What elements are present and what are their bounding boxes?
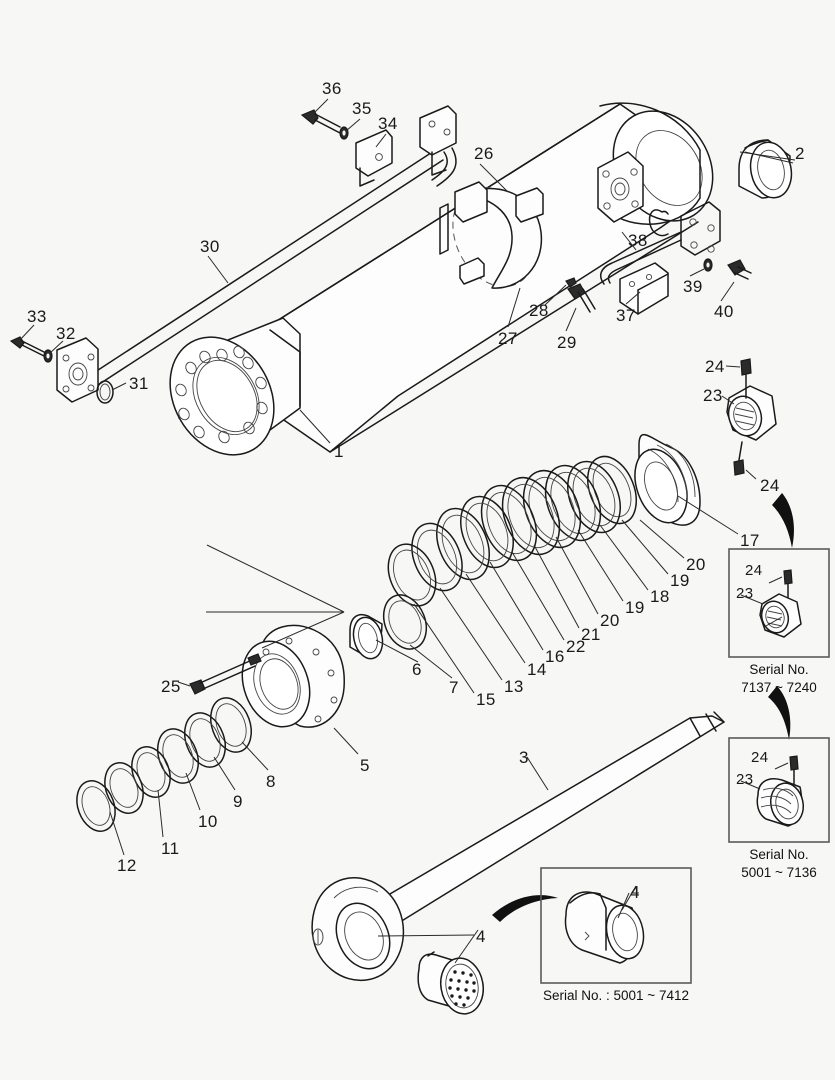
callout-2: 2	[795, 144, 805, 163]
inset-hex-nut-box	[728, 548, 830, 658]
arrow-to-inset-1	[772, 493, 794, 548]
callout-39: 39	[683, 277, 703, 296]
callout-4-main: 4	[476, 927, 486, 946]
callout-17: 17	[740, 531, 760, 550]
splined-bushing-4	[417, 951, 484, 1015]
callout-31: 31	[129, 374, 149, 393]
caption-line-2: 7137 ~ 7240	[741, 680, 817, 696]
callout-32: 32	[56, 324, 76, 343]
callout-25: 25	[161, 677, 181, 696]
bushing-6	[349, 613, 384, 660]
callout-11: 11	[161, 839, 180, 858]
inset-hex-nut-caption: Serial No. 7137 ~ 7240	[729, 661, 829, 697]
callout-18: 18	[650, 587, 670, 606]
end-bushing-2	[738, 139, 793, 199]
inset2-callout-24: 24	[751, 749, 769, 766]
callout-35: 35	[352, 99, 372, 118]
inset3-callout-4: 4	[631, 883, 640, 900]
arrow-to-inset-3	[492, 895, 558, 922]
callout-22: 22	[566, 637, 586, 656]
callout-8: 8	[266, 772, 276, 791]
inset1-callout-24: 24	[745, 562, 763, 579]
piston-rod-3	[311, 711, 725, 982]
callout-24-lower: 24	[760, 476, 780, 495]
hydraulic-line-30	[91, 148, 444, 386]
inset1-callout-23: 23	[736, 585, 754, 602]
callout-30: 30	[200, 237, 220, 256]
callout-14: 14	[527, 660, 547, 679]
callout-26: 26	[474, 144, 494, 163]
gland-head-5	[189, 624, 345, 728]
set-screw-upper	[740, 358, 752, 399]
callout-21: 21	[581, 625, 601, 644]
callout-1: 1	[334, 442, 344, 461]
rear-port-block	[597, 151, 644, 223]
clamp-band-27	[439, 181, 596, 313]
snap-ring-38	[648, 209, 669, 237]
set-screw-lower	[733, 441, 745, 476]
inset-bushing-caption: Serial No. : 5001 ~ 7412	[516, 987, 716, 1005]
lower-seal-rings	[76, 697, 253, 832]
left-port-block-assembly	[9, 336, 114, 404]
inset-round-nut-box	[728, 737, 830, 843]
callout-19-a: 19	[670, 571, 690, 590]
callout-20-a: 20	[686, 555, 706, 574]
callout-24-upper: 24	[705, 357, 725, 376]
callout-20-b: 20	[600, 611, 620, 630]
callout-12: 12	[117, 856, 137, 875]
inset-bushing-box	[540, 867, 692, 984]
callout-5: 5	[360, 756, 370, 775]
callout-19-b: 19	[625, 598, 645, 617]
callout-29: 29	[557, 333, 577, 352]
bracket-34-assembly	[300, 105, 457, 187]
callout-10: 10	[198, 812, 218, 831]
callout-37: 37	[616, 306, 636, 325]
callout-36: 36	[322, 79, 342, 98]
hex-nut-23	[726, 358, 777, 476]
callout-13: 13	[504, 677, 524, 696]
callout-3: 3	[519, 748, 529, 767]
callout-33: 33	[27, 307, 47, 326]
callout-38: 38	[628, 231, 648, 250]
caption-line-1: Serial No. : 5001 ~ 7412	[543, 988, 689, 1003]
caption-line-2: 5001 ~ 7136	[741, 865, 817, 881]
callout-16: 16	[545, 647, 565, 666]
callout-9: 9	[233, 792, 243, 811]
callout-28: 28	[529, 301, 549, 320]
callout-7: 7	[449, 678, 459, 697]
callout-40: 40	[714, 302, 734, 321]
tube-flange	[169, 317, 301, 456]
callout-34: 34	[378, 114, 398, 133]
piston-17	[634, 433, 701, 526]
callout-6: 6	[412, 660, 422, 679]
callout-15: 15	[476, 690, 496, 709]
caption-line-1: Serial No.	[749, 847, 809, 862]
inset2-callout-23: 23	[736, 771, 754, 788]
caption-line-1: Serial No.	[749, 662, 809, 677]
arrow-to-inset-2	[768, 686, 791, 740]
inset-round-nut-caption: Serial No. 5001 ~ 7136	[729, 846, 829, 882]
callout-23: 23	[703, 386, 723, 405]
callout-27: 27	[498, 329, 518, 348]
